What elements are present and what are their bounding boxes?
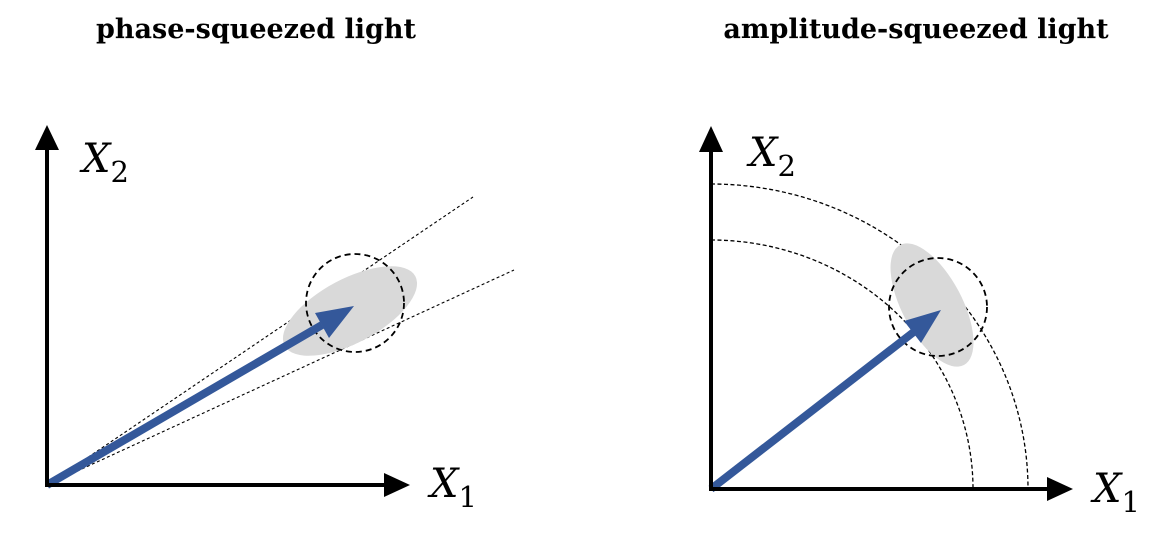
y-axis-label: X2 — [746, 130, 796, 183]
coherent-amplitude-vector — [44, 321, 325, 489]
amplitude-squeezed-panel: X2 X1 — [699, 126, 1140, 519]
phase-squeezed-panel: X2 X1 — [35, 125, 515, 514]
coherent-state-circle — [305, 253, 405, 353]
vector-arrowhead — [315, 306, 354, 338]
y-axis-subscript: 2 — [110, 155, 128, 189]
y-axis-arrowhead — [699, 126, 723, 152]
vector-arrowhead — [904, 310, 941, 343]
x-axis-subscript: 1 — [458, 480, 476, 514]
x-axis-label: X1 — [427, 461, 477, 514]
coherent-amplitude-vector — [708, 327, 918, 493]
coherent-state-circle — [888, 257, 988, 357]
x-axis-label: X1 — [1090, 466, 1140, 519]
phase-squeezed-title: phase-squeezed light — [96, 14, 416, 45]
amplitude-squeezed-title: amplitude-squeezed light — [723, 14, 1109, 45]
y-axis-symbol: X — [746, 130, 779, 176]
x-axis-arrowhead — [384, 473, 410, 497]
upper-phase-guide-line — [46, 196, 474, 486]
inner-amplitude-arc — [710, 239, 974, 490]
x-axis-symbol: X — [427, 461, 460, 507]
y-axis-arrowhead — [35, 125, 59, 150]
y-axis-subscript: 2 — [777, 149, 795, 183]
amplitude-squeezed-ellipse — [890, 243, 974, 367]
x-axis-arrowhead — [1047, 477, 1073, 501]
x-axis-symbol: X — [1090, 466, 1123, 512]
outer-amplitude-arc — [710, 183, 1029, 490]
y-axis-label: X2 — [79, 136, 129, 189]
x-axis-subscript: 1 — [1121, 485, 1139, 519]
y-axis-symbol: X — [79, 136, 112, 182]
lower-phase-guide-line — [46, 269, 515, 486]
